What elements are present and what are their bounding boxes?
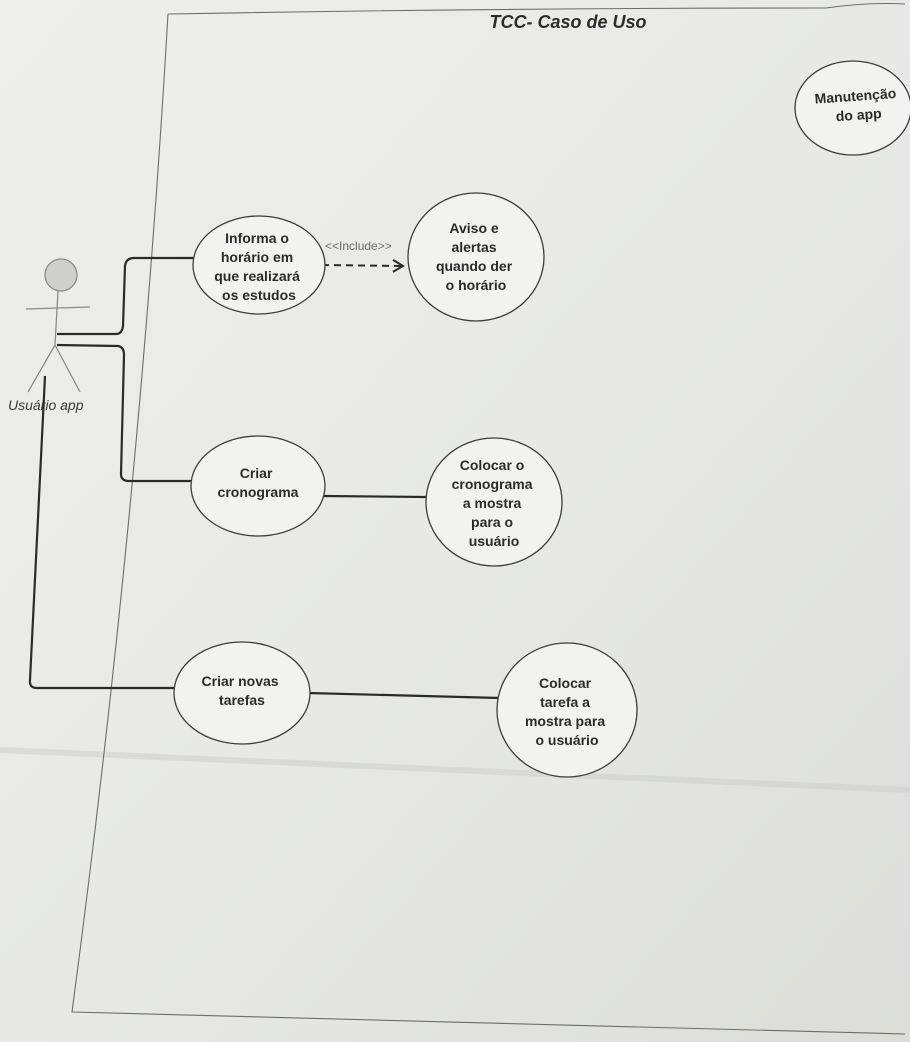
uc-label-line: Informa o [225, 230, 289, 246]
use-case-manutencao: Manutenção do app [794, 60, 910, 156]
actor-arms [25, 306, 91, 310]
svg-text:Criar novas tarefas: Criar novas tarefas [202, 673, 283, 708]
uc-label-line: Colocar [539, 675, 592, 691]
diagram-title: TCC- Caso de Uso [489, 12, 646, 32]
association-criar-tarefas [28, 375, 176, 690]
use-case-criar-cronograma: Criar cronograma [190, 435, 326, 537]
svg-text:Criar cronograma: Criar cronograma [218, 465, 299, 500]
actor-right-leg [54, 344, 81, 393]
paper-fold [0, 747, 910, 793]
uc-label-line: cronograma [218, 484, 299, 500]
svg-text:Informa o horário em: Informa o horário em que realizará os es… [214, 230, 304, 303]
association-tarefa-mostra [307, 691, 501, 700]
actor-head [44, 258, 78, 292]
uc-label-line: quando der [436, 258, 513, 274]
uc-label-line: horário em [221, 249, 293, 265]
uc-label-line: o horário [446, 277, 507, 293]
uc-label-line: que realizará [214, 268, 300, 284]
include-label: <<Include>> [325, 239, 392, 253]
uc-label-line: tarefas [219, 692, 265, 708]
association-criar-cronograma [56, 343, 191, 483]
uc-label-line: Colocar o [460, 457, 525, 473]
uc-label-line: alertas [451, 239, 496, 255]
uc-label-line: Criar novas [202, 673, 279, 689]
svg-text:Colocar tarefa a m: Colocar tarefa a mostra para o usuário [525, 675, 609, 748]
association-cronograma-mostra [322, 494, 428, 499]
uc-label-line: cronograma [452, 476, 533, 492]
actor-usuario-app [25, 258, 91, 393]
svg-text:Aviso e alertas qu: Aviso e alertas quando der o horário [436, 220, 516, 293]
svg-text:Manutenção do app: Manutenção do app [814, 85, 902, 126]
uc-label-line: Aviso e [449, 220, 498, 236]
use-case-criar-tarefas: Criar novas tarefas [173, 641, 311, 745]
uc-label-line: Manutenção [814, 85, 897, 107]
association-informa-horario [57, 256, 195, 336]
uc-label-line: Criar [240, 465, 273, 481]
use-case-colocar-tarefa: Colocar tarefa a mostra para o usuário [496, 642, 638, 778]
uc-label-line: a mostra [463, 495, 522, 511]
include-arrow [321, 259, 405, 273]
uc-label-line: mostra para [525, 713, 605, 729]
uc-label-line: o usuário [535, 732, 598, 748]
actor-body [54, 290, 59, 346]
uc-label-line: os estudos [222, 287, 296, 303]
actor-label: Usuário app [8, 397, 84, 413]
uc-label-line: tarefa a [540, 694, 590, 710]
use-case-informa-horario: Informa o horário em que realizará os es… [192, 215, 326, 315]
use-case-colocar-cronograma: Colocar o cronograma a mostra para o usu… [425, 437, 563, 567]
uc-label-line: usuário [469, 533, 520, 549]
uc-label-line: para o [471, 514, 513, 530]
actor-left-leg [27, 344, 56, 393]
uc-label-line: do app [835, 105, 882, 124]
use-case-aviso-alertas: Aviso e alertas quando der o horário [407, 192, 545, 322]
svg-text:Colocar o cronograma: Colocar o cronograma a mostra para o usu… [452, 457, 537, 549]
